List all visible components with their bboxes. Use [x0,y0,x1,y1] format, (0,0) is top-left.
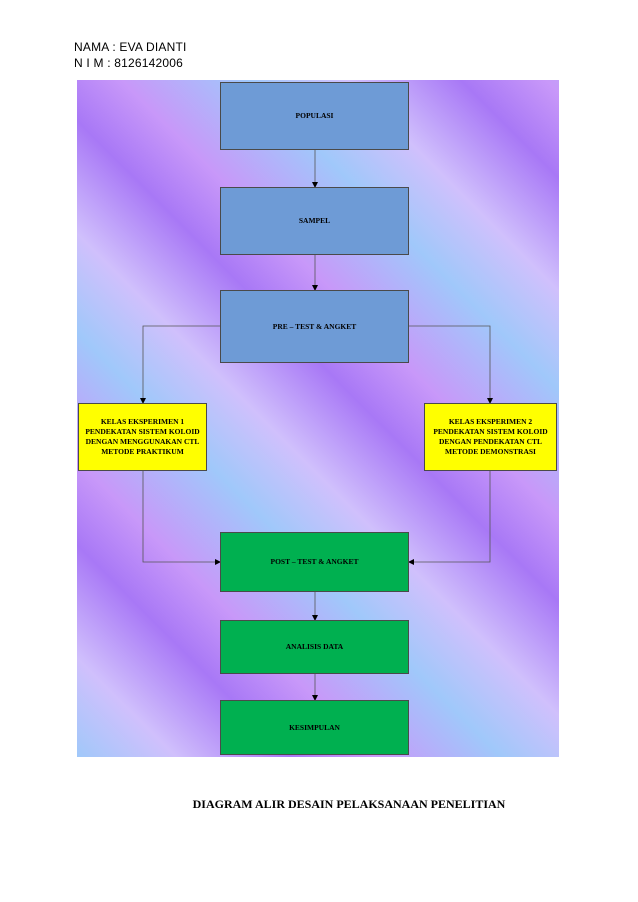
student-nim: N I M : 8126142006 [74,56,184,70]
student-name: NAMA : EVA DIANTI [74,40,187,54]
node-analisis-data: ANALISIS DATA [220,620,409,674]
kelas1-line-2: PENDEKATAN SISTEM KOLOID [85,427,200,436]
node-populasi: POPULASI [220,82,409,150]
node-analisis-data-label: ANALISIS DATA [285,642,344,651]
arrow-pretest-kelas2 [409,325,493,404]
kelas2-line-4: METODE DEMONSTRASI [445,447,536,456]
arrow-pretest-kelas1 [140,325,220,404]
kelas2-line-3: DENGAN PENDEKATAN CTL [438,437,543,446]
node-kelas-eksperimen-2: KELAS EKSPERIMEN 2 PENDEKATAN SISTEM KOL… [424,403,557,471]
node-sampel: SAMPEL [220,187,409,255]
kelas1-line-1: KELAS EKSPERIMEN 1 [100,417,185,426]
arrow-kelas2-posttest [408,471,491,565]
diagram-caption: DIAGRAM ALIR DESAIN PELAKSANAAN PENELITI… [192,797,506,811]
node-populasi-label: POPULASI [295,111,334,120]
kelas2-line-1: KELAS EKSPERIMEN 2 [448,417,533,426]
kelas2-line-2: PENDEKATAN SISTEM KOLOID [433,427,548,436]
node-sampel-label: SAMPEL [298,216,331,225]
node-kesimpulan: KESIMPULAN [220,700,409,755]
kelas1-line-3: DENGAN MENGGUNAKAN CTL [85,437,200,446]
node-pre-test-label: PRE – TEST & ANGKET [272,321,357,331]
node-post-test-label: POST – TEST & ANGKET [270,557,359,566]
node-kesimpulan-label: KESIMPULAN [289,722,340,732]
kelas1-line-4: METODE PRAKTIKUM [101,447,184,456]
node-pre-test: PRE – TEST & ANGKET [220,290,409,363]
node-post-test: POST – TEST & ANGKET [220,532,409,592]
arrow-kelas1-posttest [142,471,221,565]
node-kelas-eksperimen-1: KELAS EKSPERIMEN 1 PENDEKATAN SISTEM KOL… [78,403,207,471]
